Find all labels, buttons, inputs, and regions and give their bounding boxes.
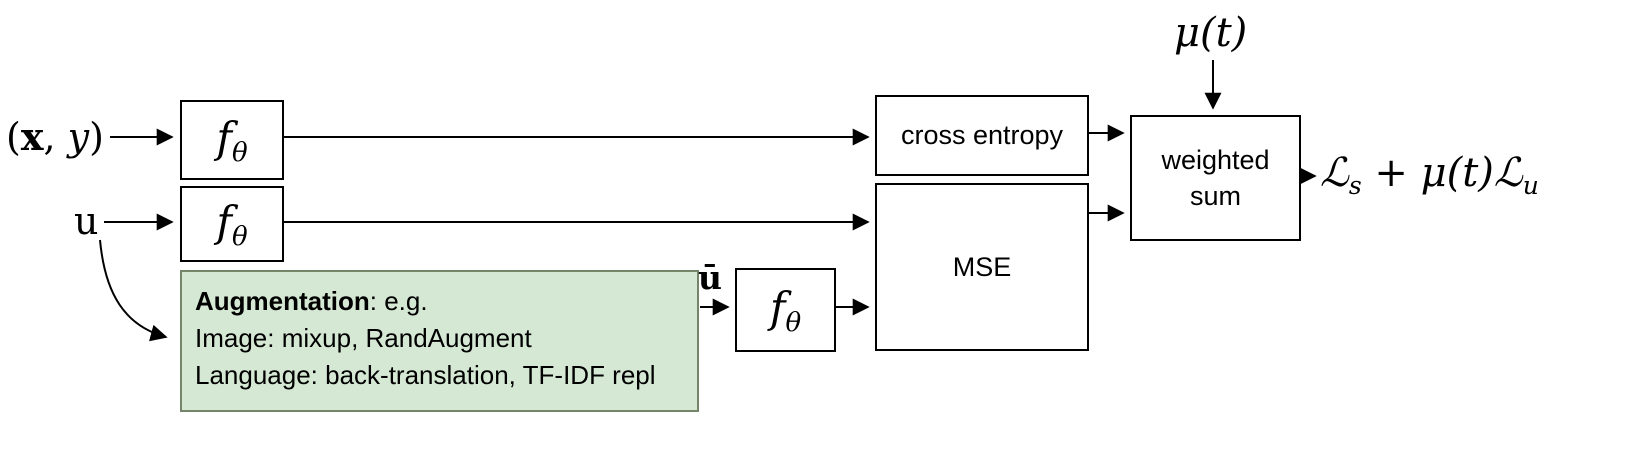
node-weighted-sum: weighted sum [1130, 115, 1301, 241]
plus-operator: + [1361, 150, 1421, 196]
augmentation-title: Augmentation [195, 286, 370, 316]
augmentation-line2: Image: mixup, RandAugment [195, 323, 532, 353]
y-symbol: y [67, 115, 90, 159]
node-f-theta-augmented: fθ [735, 268, 836, 352]
loss-unsupervised-symbol: ℒ [1493, 150, 1523, 196]
node-mse: MSE [875, 183, 1089, 351]
weighted-sum-line2: sum [1189, 181, 1241, 211]
node-cross-entropy: cross entropy [875, 95, 1089, 176]
loss-supervised-subscript: s [1348, 171, 1362, 200]
augmentation-line3: Language: back-translation, TF-IDF repl [195, 360, 656, 390]
f-theta-text: fθ [216, 197, 247, 252]
labeled-input-label: (x, y) [6, 114, 104, 159]
paren-close: ) [89, 115, 104, 159]
cross-entropy-label: cross entropy [900, 120, 1064, 151]
weighted-sum-line1: weighted [1161, 144, 1270, 175]
augmentation-box: Augmentation: e.g. Image: mixup, RandAug… [180, 270, 699, 412]
mse-label: MSE [952, 251, 1012, 282]
node-f-theta-unlabeled: fθ [180, 186, 284, 262]
theta-subscript: θ [785, 307, 802, 338]
augmented-input-label: ū [698, 258, 722, 297]
arrow-u-to-augmentation [99, 239, 168, 342]
mu-t-label: μ(t) [1174, 10, 1248, 56]
augmentation-line1: Augmentation: e.g. [195, 283, 684, 320]
x-symbol: x [20, 114, 44, 159]
f-symbol: f [769, 282, 786, 332]
loss-unsupervised-subscript: u [1522, 171, 1539, 200]
node-f-theta-labeled: fθ [180, 100, 284, 180]
augmentation-title-suffix: : e.g. [369, 286, 428, 316]
mu-t-factor: μ(t) [1420, 150, 1494, 196]
f-theta-text: fθ [770, 283, 801, 338]
unlabeled-input-label: u [74, 199, 99, 243]
theta-subscript: θ [231, 221, 248, 252]
output-expression: ℒs + μ(t)ℒu [1320, 150, 1539, 200]
loss-supervised-symbol: ℒ [1320, 150, 1349, 196]
comma-separator: , [43, 115, 68, 159]
paren-open: ( [6, 115, 21, 159]
f-theta-text: fθ [216, 113, 247, 168]
theta-subscript: θ [231, 137, 248, 168]
f-symbol: f [216, 196, 232, 246]
f-symbol: f [216, 112, 232, 162]
